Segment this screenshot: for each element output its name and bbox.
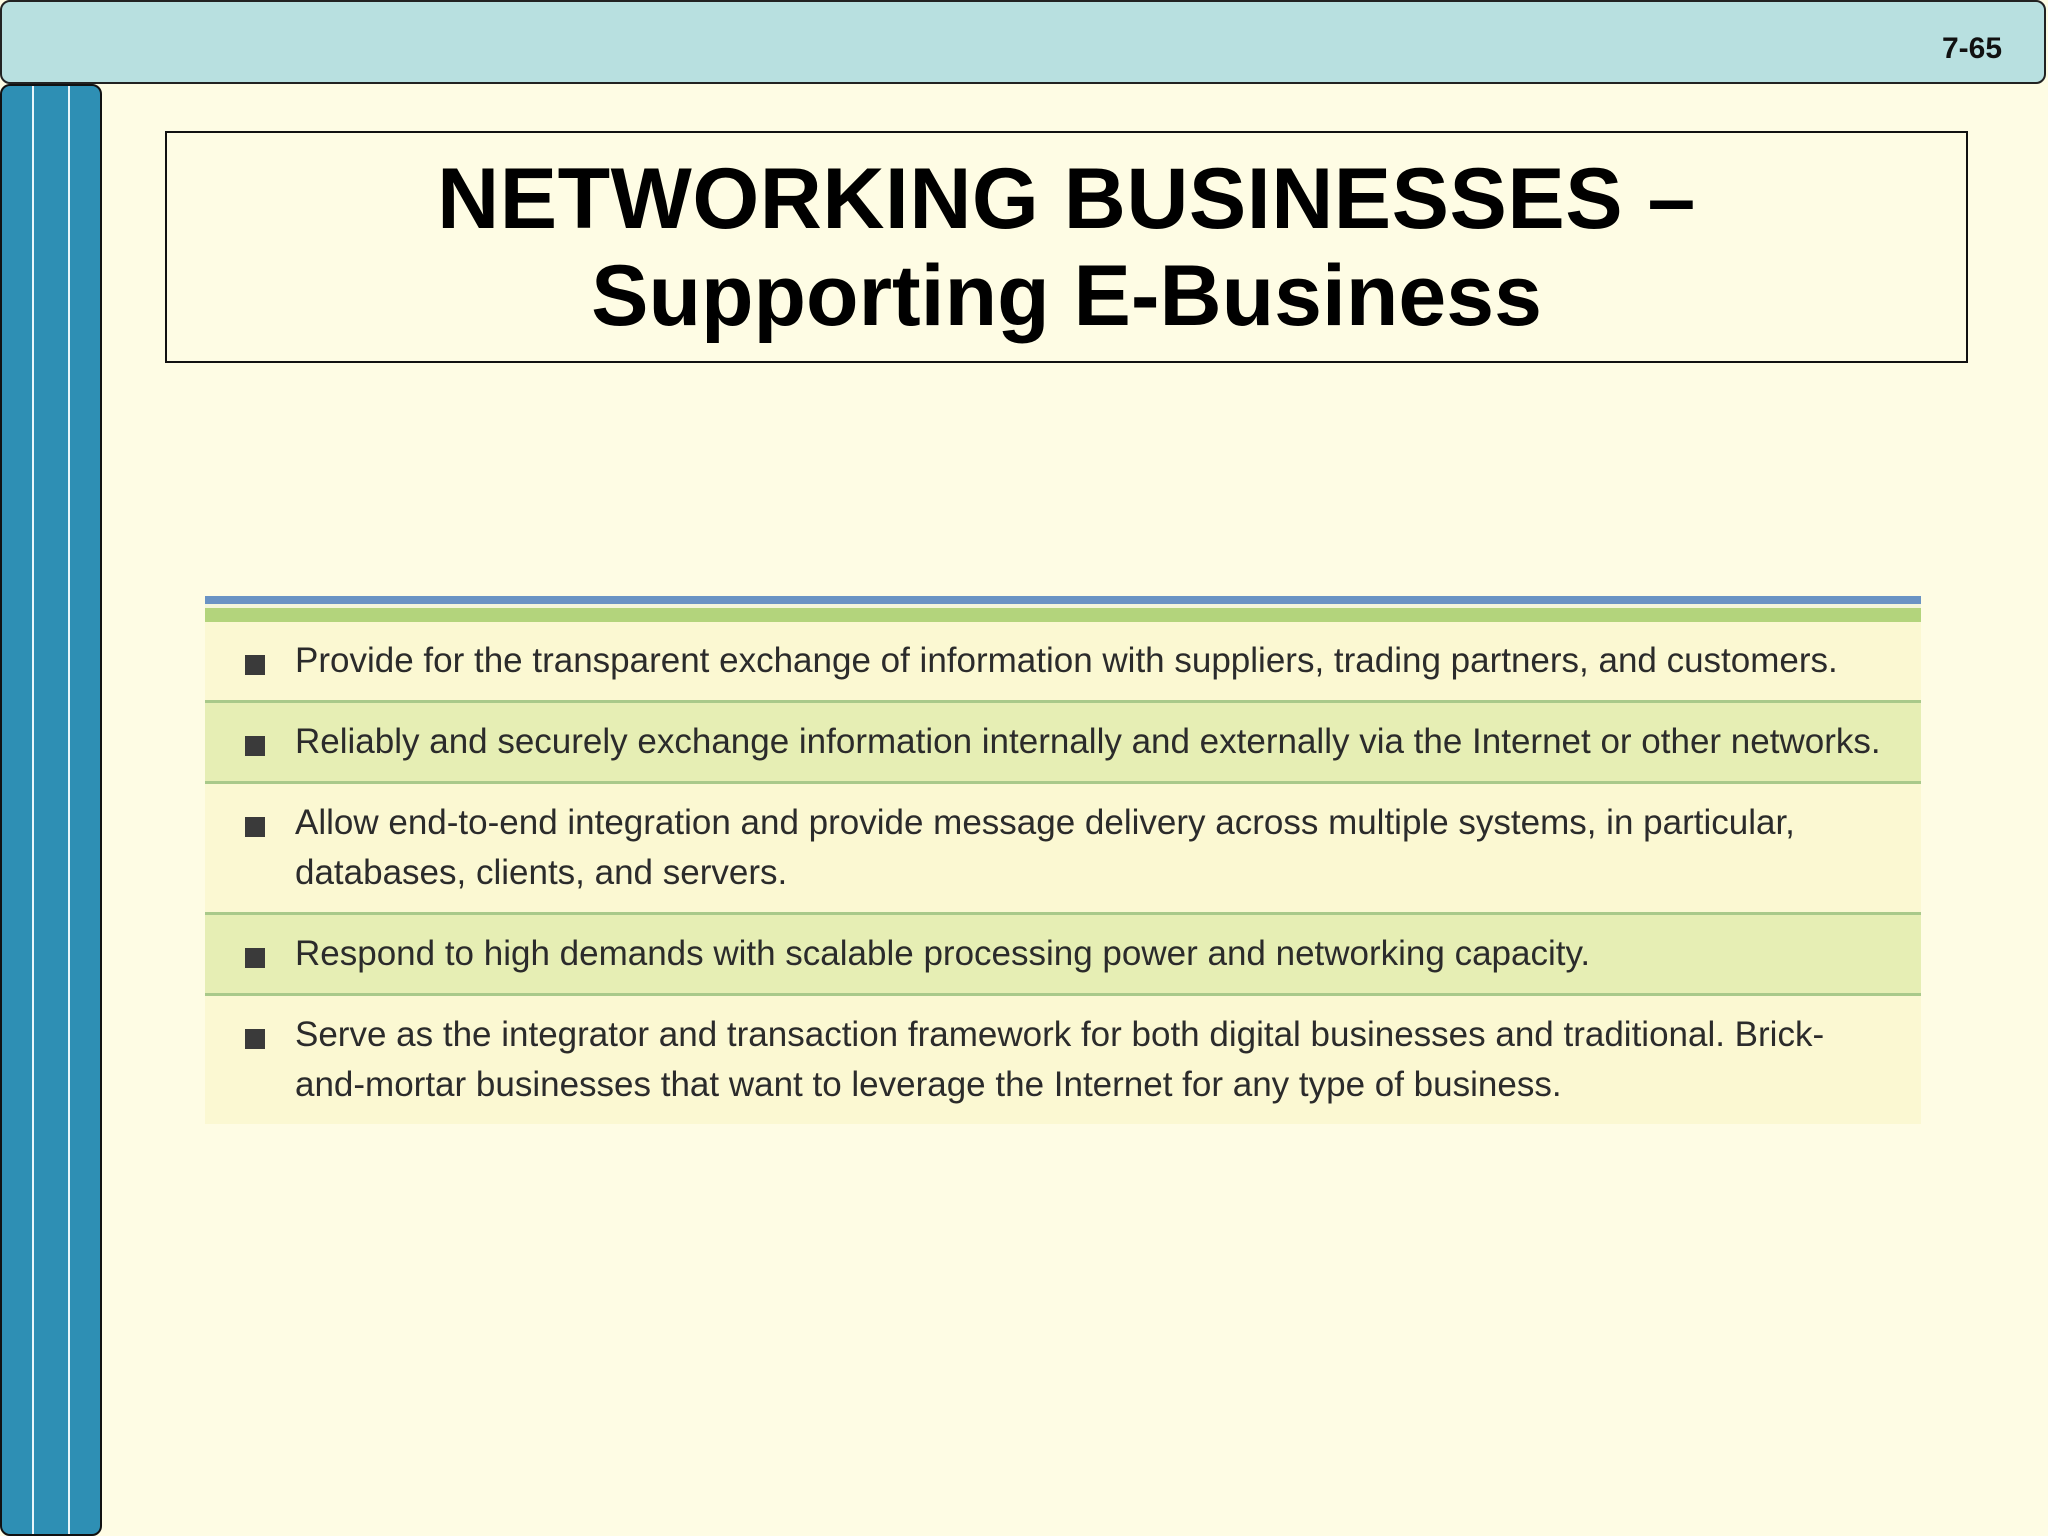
square-bullet-icon (245, 948, 265, 968)
slide-number: 7-65 (1941, 32, 2002, 65)
features-table: Provide for the transparent exchange of … (205, 596, 1921, 1124)
row-text: Allow end-to-end integration and provide… (295, 803, 1795, 892)
row-text: Provide for the transparent exchange of … (295, 641, 1838, 680)
left-sidebar-decoration (0, 84, 102, 1536)
row-text: Respond to high demands with scalable pr… (295, 934, 1591, 973)
square-bullet-icon (245, 736, 265, 756)
page-title: NETWORKING BUSINESSES – (437, 151, 1696, 247)
row-text: Serve as the integrator and transaction … (295, 1015, 1825, 1104)
square-bullet-icon (245, 817, 265, 837)
table-row: Reliably and securely exchange informati… (205, 703, 1921, 784)
table-row: Provide for the transparent exchange of … (205, 622, 1921, 703)
sidebar-stripe (68, 86, 70, 1534)
sidebar-stripe (32, 86, 34, 1534)
page-subtitle: Supporting E-Business (591, 248, 1542, 344)
table-row: Respond to high demands with scalable pr… (205, 915, 1921, 996)
table-top-rule (205, 596, 1921, 604)
table-row: Allow end-to-end integration and provide… (205, 784, 1921, 915)
table-row: Serve as the integrator and transaction … (205, 996, 1921, 1124)
top-bar: 7-65 (0, 0, 2046, 84)
row-text: Reliably and securely exchange informati… (295, 722, 1881, 761)
square-bullet-icon (245, 1029, 265, 1049)
table-header-rule (205, 608, 1921, 622)
square-bullet-icon (245, 655, 265, 675)
title-box: NETWORKING BUSINESSES – Supporting E-Bus… (165, 131, 1968, 363)
